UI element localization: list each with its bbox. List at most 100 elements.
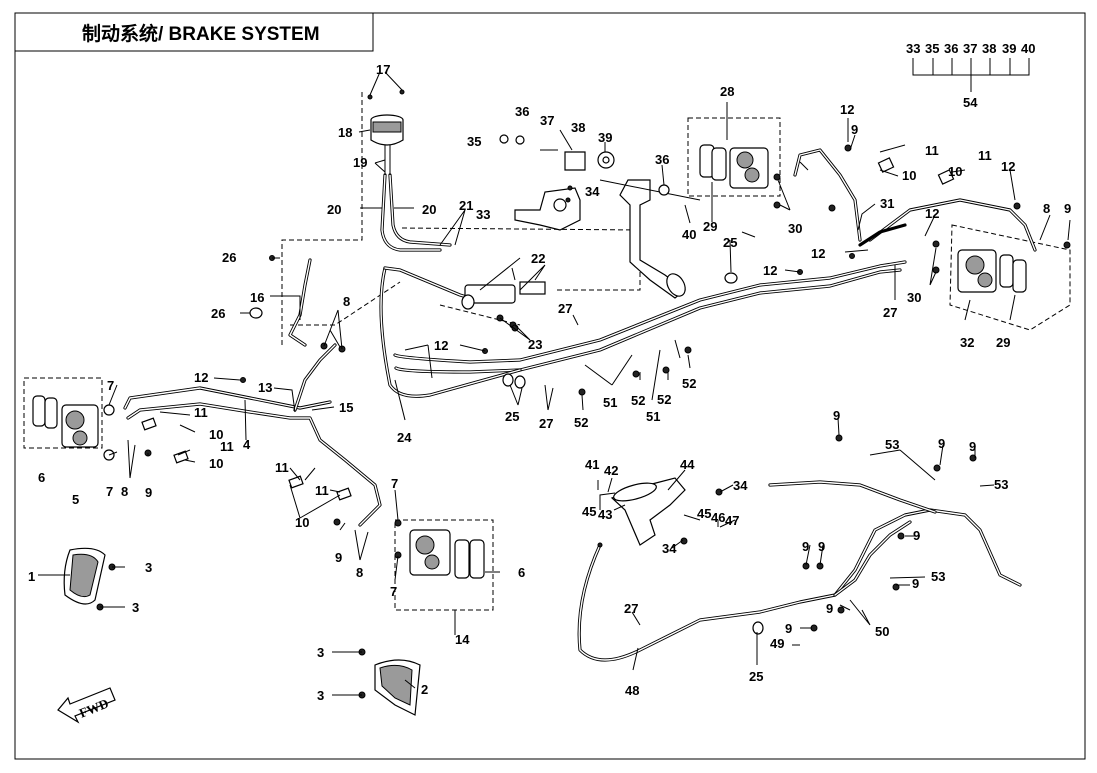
part-number-label: 9 <box>938 436 945 451</box>
part-number-label: 8 <box>121 484 128 499</box>
leader-lines <box>38 71 1071 696</box>
part-number-label: 27 <box>558 301 572 316</box>
part-number-label: 28 <box>720 84 734 99</box>
part-number-label: 9 <box>851 122 858 137</box>
part-number-label: 7 <box>107 378 114 393</box>
part-number-label: 20 <box>327 202 341 217</box>
page-title: 制动系统/ BRAKE SYSTEM <box>82 22 320 45</box>
part-number-label: 50 <box>875 624 889 639</box>
legend-item: 39 <box>1002 41 1016 56</box>
part-number-label: 10 <box>295 515 309 530</box>
part-number-label: 33 <box>476 207 490 222</box>
part-number-label: 11 <box>315 483 329 498</box>
part-number-label: 44 <box>680 457 695 472</box>
part-number-label: 21 <box>459 198 473 213</box>
legend-group: 33 35 36 37 38 39 40 54 <box>906 41 1035 110</box>
part-number-label: 37 <box>540 113 554 128</box>
legend-total: 54 <box>963 95 978 110</box>
part-number-label: 3 <box>317 688 324 703</box>
part-number-label: 9 <box>145 485 152 500</box>
part-number-label: 3 <box>317 645 324 660</box>
part-number-label: 9 <box>1064 201 1071 216</box>
brake-pedal <box>499 134 701 299</box>
part-number-label: 53 <box>994 477 1008 492</box>
part-number-label: 32 <box>960 335 974 350</box>
part-number-label: 36 <box>655 152 669 167</box>
part-number-label: 1 <box>28 569 35 584</box>
part-number-label: 10 <box>948 164 962 179</box>
part-number-label: 27 <box>539 416 553 431</box>
legend-item: 38 <box>982 41 996 56</box>
part-number-label: 8 <box>1043 201 1050 216</box>
part-number-label: 47 <box>725 513 739 528</box>
part-number-label: 51 <box>646 409 660 424</box>
part-number-label: 52 <box>574 415 588 430</box>
part-number-label: 7 <box>106 484 113 499</box>
part-number-label: 11 <box>194 405 208 420</box>
part-number-label: 17 <box>376 62 390 77</box>
part-number-label: 12 <box>763 263 777 278</box>
part-number-label: 10 <box>209 427 223 442</box>
brake-shield-2 <box>374 659 421 716</box>
title-box: 制动系统/ BRAKE SYSTEM <box>14 12 374 52</box>
legend-item: 33 <box>906 41 920 56</box>
part-number-label: 27 <box>624 601 638 616</box>
pedal-bracket <box>514 185 581 231</box>
part-number-label: 9 <box>833 408 840 423</box>
part-number-label: 22 <box>531 251 545 266</box>
legend-item: 40 <box>1021 41 1035 56</box>
part-number-label: 23 <box>528 337 542 352</box>
brake-shield-1 <box>63 547 106 605</box>
part-number-label: 10 <box>209 456 223 471</box>
legend-item: 37 <box>963 41 977 56</box>
part-number-label: 9 <box>802 539 809 554</box>
part-number-label: 30 <box>788 221 802 236</box>
part-number-label: 26 <box>222 250 236 265</box>
legend-item: 36 <box>944 41 958 56</box>
part-number-label: 26 <box>211 306 225 321</box>
part-number-label: 7 <box>391 476 398 491</box>
forward-arrow-icon: FWD <box>57 687 116 724</box>
part-number-label: 13 <box>258 380 272 395</box>
caliper-top <box>699 144 781 209</box>
page-frame <box>14 12 1086 760</box>
part-number-label: 46 <box>711 510 725 525</box>
part-number-label: 41 <box>585 457 599 472</box>
part-number-label: 12 <box>194 370 208 385</box>
part-number-label: 8 <box>343 294 350 309</box>
part-number-label: 51 <box>603 395 617 410</box>
part-number-label: 27 <box>883 305 897 320</box>
pipe-clamps <box>141 157 955 501</box>
part-number-label: 34 <box>662 541 677 556</box>
part-number-label: 9 <box>818 539 825 554</box>
parking-cable <box>577 480 1022 662</box>
part-number-label: 52 <box>657 392 671 407</box>
part-number-label: 49 <box>770 636 784 651</box>
part-number-label: 20 <box>422 202 436 217</box>
caliper-rear <box>394 519 485 579</box>
part-number-label: 3 <box>132 600 139 615</box>
part-number-label: 30 <box>907 290 921 305</box>
part-number-label: 11 <box>978 148 992 163</box>
part-number-label: 8 <box>356 565 363 580</box>
parking-lever <box>597 477 686 548</box>
part-number-label: 6 <box>518 565 525 580</box>
part-number-label: 12 <box>811 246 825 261</box>
part-number-label: 48 <box>625 683 639 698</box>
part-number-label: 4 <box>243 437 251 452</box>
part-number-label: 38 <box>571 120 585 135</box>
part-number-label: 35 <box>467 134 481 149</box>
part-number-label: 45 <box>697 506 711 521</box>
part-number-label: 25 <box>723 235 737 250</box>
part-number-label: 39 <box>598 130 612 145</box>
part-number-label: 52 <box>682 376 696 391</box>
brake-lines <box>123 148 1037 527</box>
caliper-left-front <box>32 395 115 461</box>
part-number-label: 3 <box>145 560 152 575</box>
part-number-label: 31 <box>880 196 894 211</box>
part-number-label: 11 <box>275 460 289 475</box>
part-number-label: 36 <box>515 104 529 119</box>
part-number-label: 12 <box>1001 159 1015 174</box>
part-number-label: 7 <box>390 584 397 599</box>
